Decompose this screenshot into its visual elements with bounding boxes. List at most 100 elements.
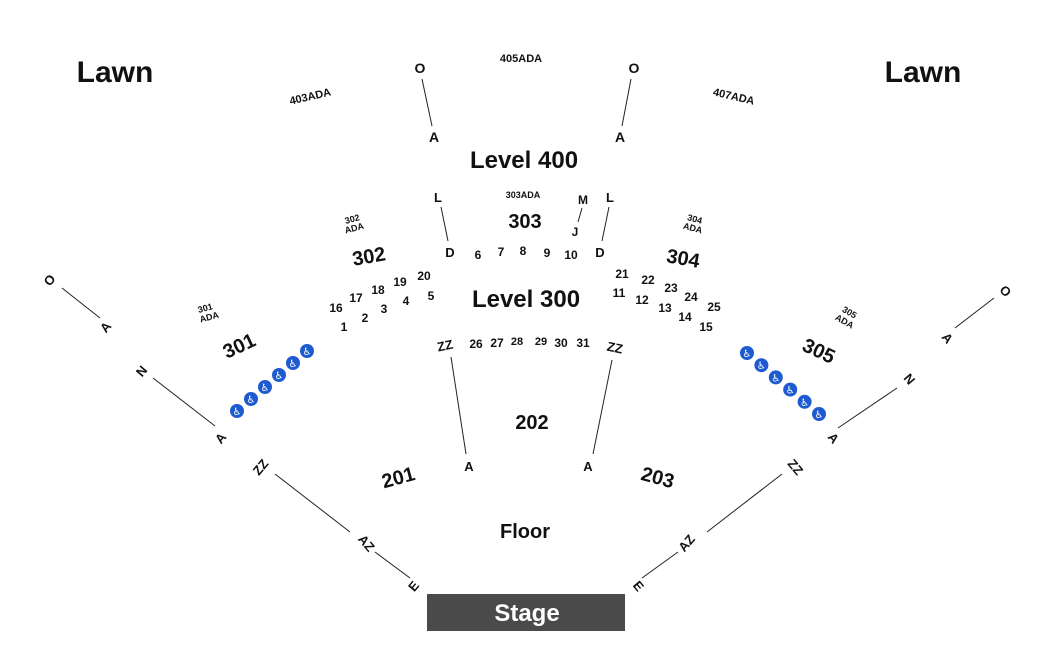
stage-label: Stage [494,600,559,627]
aisle-floor-left [274,473,351,533]
wheelchair-icon-glyph: ♿ [743,349,752,360]
box-17[interactable]: 17 [349,291,363,305]
box-30[interactable]: 30 [554,336,568,350]
box-18[interactable]: 18 [371,283,385,297]
box-11[interactable]: 11 [613,286,626,300]
aisle-400-left [421,78,433,127]
wheelchair-icon[interactable] [272,368,286,382]
row-a-400-left-label: A [429,129,439,145]
wheelchair-icon[interactable] [286,356,300,370]
ada-302-number[interactable]: 302 [344,212,361,226]
wheelchair-icon[interactable] [797,394,812,409]
aisle-301-upper [61,287,101,319]
row-a-305-lower-label: A [825,430,843,447]
ada-405-label[interactable]: 405ADA [500,53,542,65]
box-29[interactable]: 29 [535,336,547,348]
wheelchair-icon[interactable] [768,370,783,385]
wheelchair-icon-glyph: ♿ [275,371,284,382]
lawn-right-label[interactable]: Lawn [885,56,962,89]
ada-301-label[interactable]: ADA [199,310,221,325]
ada-403-label[interactable]: 403ADA [288,86,332,107]
box-8[interactable]: 8 [520,244,527,258]
box-20[interactable]: 20 [417,269,431,283]
row-a-400-right-label: A [615,129,625,145]
row-e-floor-right-label: E [630,578,647,595]
box-4[interactable]: 4 [403,294,410,308]
ada-407-label[interactable]: 407ADA [712,86,756,107]
section-305[interactable]: 305 [799,335,839,369]
box-27[interactable]: 27 [490,336,504,350]
box-26[interactable]: 26 [469,337,483,351]
level-300-label[interactable]: Level 300 [472,286,580,313]
box-5[interactable]: 5 [428,289,435,303]
row-a-301-lower-label: A [212,429,230,446]
section-203[interactable]: 203 [639,463,677,493]
box-2[interactable]: 2 [362,311,369,325]
ada-303-label[interactable]: 303ADA [506,190,541,200]
row-j-label: J [572,225,579,239]
box-15[interactable]: 15 [699,320,713,334]
wheelchair-icon[interactable] [230,404,244,418]
box-9[interactable]: 9 [544,246,551,260]
wheelchair-icon[interactable] [258,380,272,394]
box-3[interactable]: 3 [381,302,388,316]
wheelchair-icon-glyph: ♿ [800,398,809,409]
row-o-left-label: O [415,60,426,76]
box-24[interactable]: 24 [684,290,698,304]
ada-304-number[interactable]: 304 [686,212,703,226]
wheelchair-icon-glyph: ♿ [233,407,242,418]
wheelchair-icon-glyph: ♿ [303,347,312,358]
ada-302-label[interactable]: ADA [344,221,366,236]
wheelchair-icon[interactable] [300,344,314,358]
box-13[interactable]: 13 [658,301,672,315]
row-a-202-left-label: A [464,459,474,474]
wheelchair-icon[interactable] [740,346,754,360]
section-301[interactable]: 301 [220,330,260,364]
level-400-label[interactable]: Level 400 [470,147,578,174]
row-a-301-upper-label: A [97,318,115,335]
box-22[interactable]: 22 [641,273,655,287]
box-21[interactable]: 21 [615,267,629,281]
box-7[interactable]: 7 [498,245,505,259]
wheelchair-icon[interactable] [754,358,769,373]
box-31[interactable]: 31 [576,336,590,350]
box-1[interactable]: 1 [341,320,348,334]
wheelchair-icon-glyph: ♿ [786,386,795,397]
row-n-305-label: N [901,371,919,388]
floor-label[interactable]: Floor [500,521,550,543]
section-302[interactable]: 302 [351,243,388,270]
wheelchair-icon-glyph: ♿ [261,383,270,394]
box-14[interactable]: 14 [678,310,692,324]
row-m-label: M [578,193,588,207]
lawn-left-label[interactable]: Lawn [77,56,154,89]
box-19[interactable]: 19 [393,275,407,289]
section-201[interactable]: 201 [379,463,417,493]
row-d-right-label: D [595,245,604,260]
wheelchair-icon[interactable] [244,392,258,406]
row-o-right-label: O [629,60,640,76]
box-28[interactable]: 28 [511,336,523,348]
wheelchair-icon[interactable] [812,407,826,421]
aisle-300-left [440,206,449,242]
row-a-305-upper-label: A [939,330,957,347]
stage[interactable] [427,594,625,631]
accessible-seating-right: ♿♿♿♿♿♿ [740,346,826,421]
section-303[interactable]: 303 [508,211,541,233]
box-12[interactable]: 12 [635,293,649,307]
box-10[interactable]: 10 [564,248,578,262]
box-25[interactable]: 25 [707,300,721,314]
ada-301-number[interactable]: 301 [197,301,214,315]
row-az-floor-left-label: AZ [355,532,378,555]
aisle-floor-right [706,473,783,533]
row-a-202-right-label: A [583,459,593,474]
wheelchair-icon-glyph: ♿ [289,359,298,370]
section-304[interactable]: 304 [665,245,703,273]
row-n-301-label: N [133,363,151,380]
box-23[interactable]: 23 [664,281,678,295]
wheelchair-icon[interactable] [783,382,798,397]
aisle-202-left [450,356,467,455]
section-202[interactable]: 202 [515,412,548,434]
ada-304-label[interactable]: ADA [682,221,704,236]
box-16[interactable]: 16 [329,301,343,315]
box-6[interactable]: 6 [475,248,482,262]
